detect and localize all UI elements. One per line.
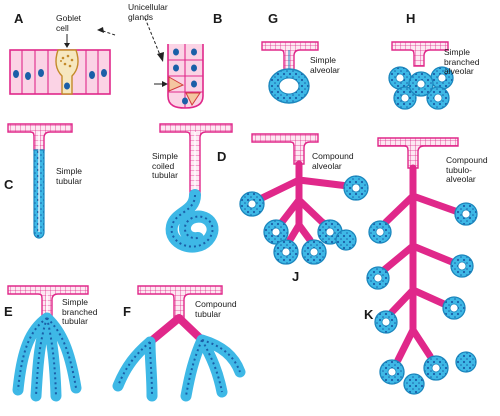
- panel-e-branched-tubular: [7, 285, 89, 402]
- panel-g-simple-alveolar: [261, 41, 319, 104]
- panel-letter-k: K: [364, 307, 374, 322]
- panel-letter-d: D: [217, 149, 227, 164]
- panel-b-unicellular: [144, 17, 204, 109]
- panel-c-simple-tubular: [7, 123, 73, 239]
- panel-letter-j: J: [292, 269, 300, 284]
- label-simple-tubular: Simple tubular: [56, 166, 82, 186]
- panel-a-epithelium: [9, 27, 116, 95]
- panel-letter-c: C: [4, 177, 14, 192]
- label-simple-branched-alveolar: Simple branched alveolar: [444, 47, 480, 77]
- panel-letter-h: H: [406, 11, 416, 26]
- label-unicellular-glands: Unicellular glands: [128, 2, 168, 22]
- panel-letter-a: A: [14, 11, 24, 26]
- panel-letter-b: B: [213, 11, 223, 26]
- label-goblet-cell: Goblet cell: [56, 13, 82, 33]
- label-compound-tubulo-alveolar: Compound tubulo- alveolar: [446, 155, 488, 185]
- panel-letter-g: G: [268, 11, 279, 26]
- label-compound-tubular: Compound tubular: [195, 299, 237, 319]
- label-simple-branched-tubular: Simple branched tubular: [62, 297, 98, 327]
- label-simple-coiled-tubular: Simple coiled tubular: [152, 151, 178, 181]
- panel-f-compound-tubular: [112, 285, 246, 402]
- panel-letter-f: F: [123, 304, 131, 319]
- panel-k-tubulo-alveolar: [366, 137, 478, 395]
- label-simple-alveolar: Simple alveolar: [310, 55, 340, 75]
- panel-h-branched-alveolar: [388, 41, 454, 110]
- label-compound-alveolar: Compound alveolar: [312, 151, 354, 171]
- panel-j-compound-alveolar: [239, 133, 369, 265]
- panel-d-coiled-tubular: [159, 123, 233, 253]
- panel-letter-e: E: [4, 304, 13, 319]
